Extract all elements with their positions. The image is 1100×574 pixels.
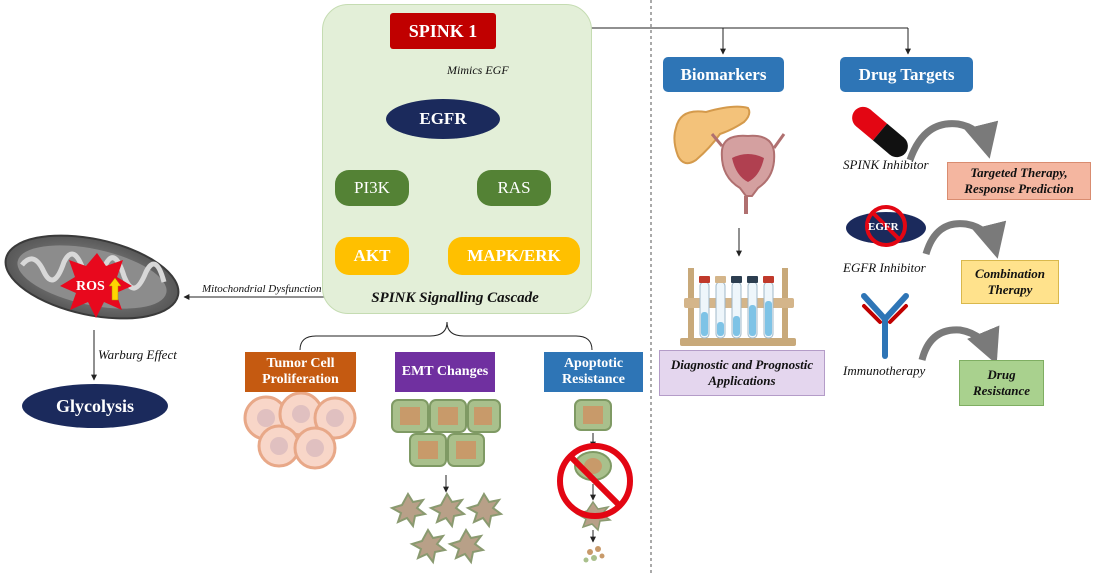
drug-resistance-box: Drug Resistance bbox=[959, 360, 1044, 406]
spink-inhibitor-label: SPINK Inhibitor bbox=[843, 157, 929, 172]
akt-node: AKT bbox=[335, 237, 409, 275]
ros-up-arrow-icon bbox=[108, 277, 122, 301]
emt-cells-icon bbox=[391, 399, 501, 467]
ros-label: ROS bbox=[76, 279, 105, 294]
apoptotic-resistance-box: Apoptotic Resistance bbox=[544, 352, 643, 392]
ras-node: RAS bbox=[477, 170, 551, 206]
spink1-box: SPINK 1 bbox=[390, 13, 496, 49]
biomarkers-header: Biomarkers bbox=[663, 57, 784, 92]
egfr-inhibitor-label: EGFR Inhibitor bbox=[843, 260, 926, 275]
mapk-erk-node: MAPK/ERK bbox=[448, 237, 580, 275]
mesenchymal-cells-icon bbox=[389, 492, 504, 565]
emt-changes-box: EMT Changes bbox=[395, 352, 495, 392]
immunotherapy-label: Immunotherapy bbox=[843, 363, 926, 378]
mitochondrial-dysfunction-label: Mitochondrial Dysfunction bbox=[202, 283, 322, 295]
drug-targets-header: Drug Targets bbox=[840, 57, 973, 92]
mimics-egf-label: Mimics EGF bbox=[447, 63, 509, 77]
ros-burst-icon bbox=[60, 253, 132, 318]
prohibition-icon bbox=[557, 443, 633, 519]
curved-arrow-icon bbox=[918, 325, 1000, 365]
tumor-proliferation-box: Tumor Cell Proliferation bbox=[245, 352, 356, 392]
cascade-title: SPINK Signalling Cascade bbox=[371, 290, 539, 306]
antibody-icon bbox=[861, 293, 909, 359]
warburg-effect-label: Warburg Effect bbox=[98, 347, 177, 362]
curved-arrow-icon bbox=[906, 120, 999, 162]
curved-arrow-icon bbox=[922, 220, 1007, 259]
egfr-inhibitor-oval-label: EGFR bbox=[868, 221, 899, 233]
egfr-node: EGFR bbox=[386, 99, 500, 139]
outcome-brace bbox=[299, 321, 593, 351]
tumor-cells-icon bbox=[243, 391, 357, 470]
diagnostic-applications-box: Diagnostic and Prognostic Applications bbox=[659, 350, 825, 396]
glycolysis-node: Glycolysis bbox=[22, 384, 168, 428]
pi3k-node: PI3K bbox=[335, 170, 409, 206]
test-tube-rack-icon bbox=[680, 268, 796, 346]
apoptotic-bodies-icon bbox=[583, 546, 605, 563]
bladder-icon bbox=[710, 133, 786, 214]
capsule-icon bbox=[852, 106, 908, 158]
targeted-therapy-box: Targeted Therapy, Response Prediction bbox=[947, 162, 1091, 200]
prohibition-icon bbox=[865, 205, 907, 247]
cell-icon bbox=[574, 399, 612, 431]
combination-therapy-box: Combination Therapy bbox=[961, 260, 1059, 304]
